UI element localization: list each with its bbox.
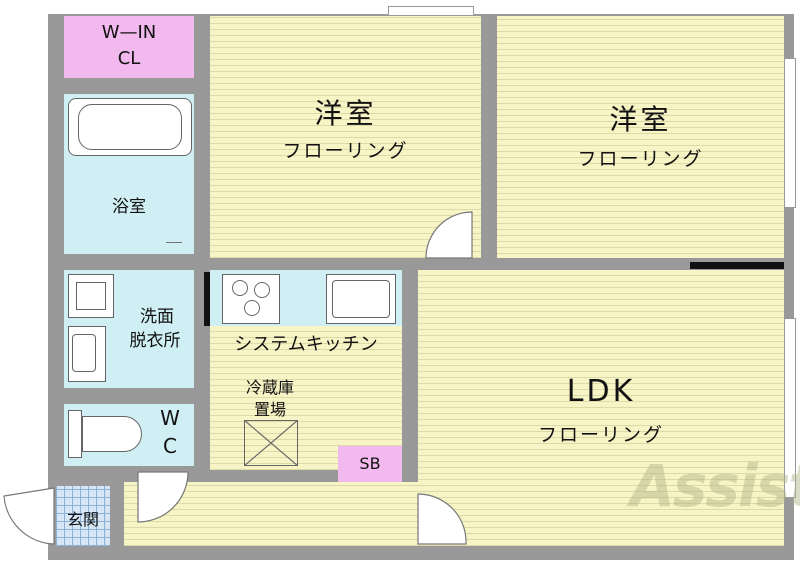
bathtub-inner: [78, 104, 182, 150]
door-ldk: [417, 493, 467, 545]
ldk-fill: [418, 270, 784, 546]
black-wall-room2: [690, 262, 784, 269]
ldk-floor: フローリング: [537, 424, 664, 446]
door-toilet: [137, 471, 189, 523]
bathroom-label: 浴室: [112, 197, 146, 217]
western-room-1-floor: フローリング: [282, 140, 409, 162]
walkin-closet-label-1: W—IN: [101, 22, 157, 43]
washroom-label-1: 洗面: [140, 307, 174, 327]
toilet-label-1: W: [160, 406, 180, 430]
walkin-closet: [64, 16, 194, 78]
kitchen-label: システムキッチン: [234, 334, 378, 355]
entrance: [56, 486, 110, 546]
shoe-box-fill: [338, 446, 402, 482]
bath-door-mark: [166, 242, 182, 254]
wall-kitchen-ldk: [402, 270, 418, 446]
basin-bowl: [72, 334, 96, 372]
burner-2: [254, 282, 270, 298]
toilet-label-2: C: [163, 434, 177, 458]
window-top: [388, 6, 474, 16]
washing-machine-drum: [76, 282, 106, 310]
door-entrance: [3, 487, 55, 545]
wall-horizontal-mid: [194, 258, 794, 270]
ldk-name: LDK: [566, 374, 636, 409]
washroom-label-2: 脱衣所: [129, 331, 181, 351]
burner-3: [244, 300, 260, 316]
western-room-1-name: 洋室: [314, 97, 377, 130]
stove: [222, 274, 280, 324]
wall-vertical-left: [194, 14, 210, 470]
western-room-2-floor: フローリング: [577, 148, 704, 170]
fridge-cross: [244, 420, 298, 466]
fridge-label-2: 置場: [253, 400, 286, 419]
shoe-box-label: SB: [359, 454, 381, 473]
toilet-bowl: [82, 416, 142, 452]
window-right-1: [784, 58, 796, 208]
black-wall-kitchen: [204, 272, 210, 326]
wall-vertical-mid: [481, 14, 497, 270]
western-room-1: [210, 16, 481, 258]
fridge-label-1: 冷蔵庫: [245, 378, 294, 397]
fridge-space: [244, 420, 298, 466]
walkin-closet-label-2: CL: [117, 48, 141, 69]
western-room-2: [497, 16, 784, 260]
sink-basin: [332, 280, 390, 318]
door-room1: [425, 211, 473, 259]
burner-1: [232, 280, 248, 296]
western-room-2-name: 洋室: [609, 103, 672, 136]
window-right-2: [784, 318, 796, 498]
assist-watermark: Assist: [630, 452, 800, 520]
entrance-label: 玄関: [66, 510, 99, 529]
toilet-tank: [68, 410, 82, 458]
